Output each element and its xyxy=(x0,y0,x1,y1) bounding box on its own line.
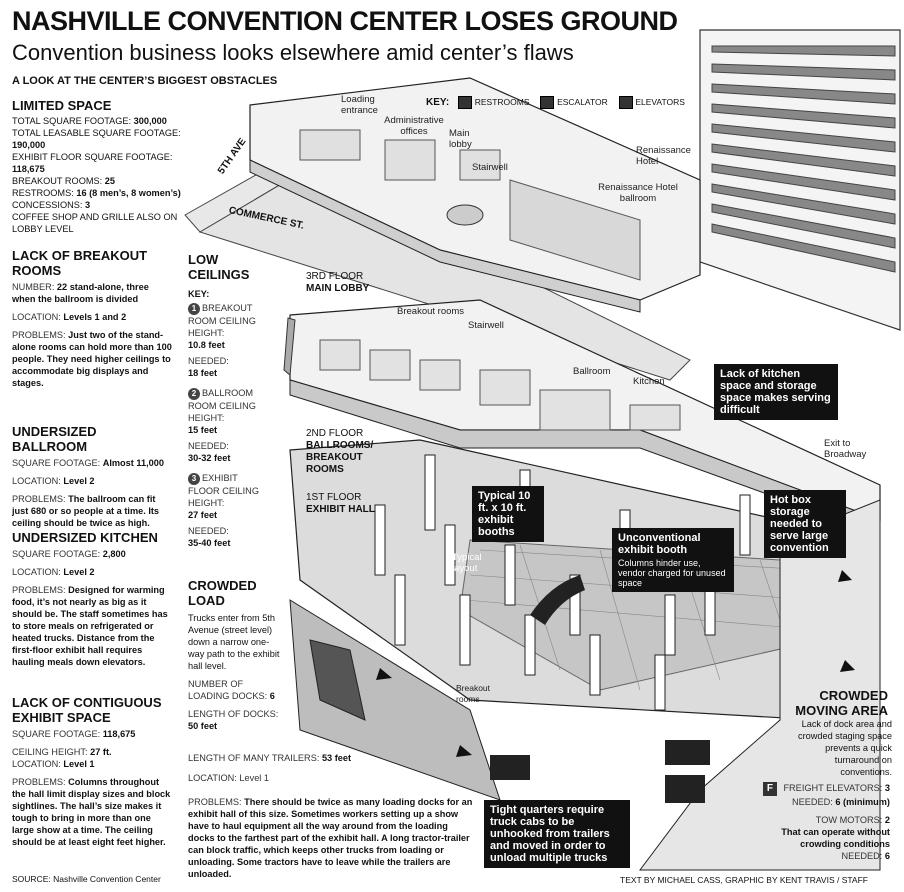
stat-total-sqft: TOTAL SQUARE FOOTAGE: 300,000 xyxy=(12,116,167,126)
stat-concessions-note: COFFEE SHOP AND GRILLE ALSO ON LOBBY LEV… xyxy=(12,212,178,234)
stat-breakout-rooms: BREAKOUT ROOMS: 25 xyxy=(12,176,115,186)
breakout-heading: LACK OF BREAKOUT ROOMS xyxy=(12,248,148,278)
floor1-label: 1ST FLOOR EXHIBIT HALL xyxy=(306,492,375,516)
label-exit-broadway: Exit to Broadway xyxy=(824,438,867,460)
kitchen-problems: PROBLEMS: Designed for warming food, it’… xyxy=(12,585,168,667)
kitchen-location: LOCATION: Level 2 xyxy=(12,567,95,577)
hotel-tower xyxy=(699,29,901,331)
freight-elevator-icon: F xyxy=(762,782,777,796)
low-ceilings-key: KEY: xyxy=(188,289,210,299)
crowded-load-section: CROWDED LOAD Trucks enter from 5th Avenu… xyxy=(188,578,283,732)
stat-leasable-sqft: TOTAL LEASABLE SQUARE FOOTAGE: 190,000 xyxy=(12,128,181,150)
floor2-number: 2ND FLOOR xyxy=(306,428,364,439)
source-line: SOURCE: Nashville Convention Center xyxy=(12,874,161,884)
stat-concessions: CONCESSIONS: 3 xyxy=(12,200,91,210)
limited-space-heading: LIMITED SPACE xyxy=(12,98,112,113)
floor2-label: 2ND FLOOR BALLROOMS/ BREAKOUT ROOMS xyxy=(306,428,396,476)
second-floor xyxy=(283,299,881,536)
breakout-section: LACK OF BREAKOUT ROOMS NUMBER: 22 stand-… xyxy=(12,248,172,389)
key-escalator: ESCALATOR xyxy=(557,97,608,108)
floor1-number: 1ST FLOOR xyxy=(306,492,362,503)
trailer-length: LENGTH OF MANY TRAILERS: 53 feet xyxy=(188,753,352,763)
label-loading-entrance: Loading entrance xyxy=(341,94,378,116)
ceiling-num-1: 1 xyxy=(188,303,200,315)
key-label: KEY: xyxy=(426,97,450,109)
floor2-name: BALLROOMS/ BREAKOUT ROOMS xyxy=(306,440,374,475)
contiguous-section: LACK OF CONTIGUOUS EXHIBIT SPACE SQUARE … xyxy=(12,695,172,848)
label-stairwell-mid: Stairwell xyxy=(468,320,504,331)
credit-line: TEXT BY MICHAEL CASS, GRAPHIC BY KENT TR… xyxy=(620,875,868,885)
dock-length: LENGTH OF DOCKS: 50 feet xyxy=(188,709,279,731)
label-main-lobby: Main lobby xyxy=(449,128,472,150)
crowded-load-heading: CROWDED LOAD xyxy=(188,578,257,608)
diagram-key: KEY: RESTROOMS ESCALATOR ELEVATORS xyxy=(426,96,685,109)
ballroom-section: UNDERSIZED BALLROOM SQUARE FOOTAGE: Almo… xyxy=(12,424,172,529)
page-subtitle: Convention business looks elsewhere amid… xyxy=(12,40,574,65)
label-renaissance-ballroom: Renaissance Hotel ballroom xyxy=(598,182,678,204)
callout-unconventional-title: Unconventional exhibit booth xyxy=(618,532,701,556)
elevator-icon xyxy=(618,96,633,109)
label-typical-layout: Typical layout xyxy=(452,552,482,574)
floor3-number: 3RD FLOOR xyxy=(306,271,364,282)
stat-exhibit-sqft: EXHIBIT FLOOR SQUARE FOOTAGE: 118,675 xyxy=(12,152,173,174)
section-heading: A LOOK AT THE CENTER’S BIGGEST OBSTACLES xyxy=(12,75,278,87)
ballroom-problems: PROBLEMS: The ballroom can fit just 680 … xyxy=(12,494,160,528)
callout-typical-booths: Typical 10 ft. x 10 ft. exhibit booths xyxy=(472,486,544,542)
page-title: NASHVILLE CONVENTION CENTER LOSES GROUND xyxy=(12,6,678,36)
moving-area-heading: CROWDED MOVING AREA xyxy=(795,688,888,718)
tow-motors: TOW MOTORS: 2 That can operate without c… xyxy=(781,815,890,861)
escalator-icon xyxy=(540,96,555,109)
key-restrooms: RESTROOMS xyxy=(474,97,530,108)
breakout-problems: PROBLEMS: Just two of the stand-alone ro… xyxy=(12,330,172,388)
ballroom-sqft: SQUARE FOOTAGE: Almost 11,000 xyxy=(12,458,164,468)
ceiling-num-2: 2 xyxy=(188,388,200,400)
label-renaissance-hotel: Renaissance Hotel xyxy=(636,145,691,167)
label-breakout-rooms-low: Breakout rooms xyxy=(456,683,491,704)
crowded-load-intro: Trucks enter from 5th Avenue (street lev… xyxy=(188,613,280,671)
ceiling-num-3: 3 xyxy=(188,473,200,485)
ballroom-location: LOCATION: Level 2 xyxy=(12,476,95,486)
convention-center-diagram xyxy=(184,29,901,871)
label-ballroom: Ballroom xyxy=(573,366,611,377)
crowded-load-location: LOCATION: Level 1 xyxy=(188,773,270,783)
contiguous-heading: LACK OF CONTIGUOUS EXHIBIT SPACE xyxy=(12,695,162,725)
restroom-icon xyxy=(457,96,472,109)
loading-docks-count: NUMBER OF LOADING DOCKS: 6 xyxy=(188,679,275,701)
floor3-label: 3RD FLOOR MAIN LOBBY xyxy=(306,271,369,295)
crowded-load-problems: PROBLEMS: There should be twice as many … xyxy=(188,797,473,879)
limited-space-section: LIMITED SPACE TOTAL SQUARE FOOTAGE: 300,… xyxy=(12,98,182,235)
label-stairwell-top: Stairwell xyxy=(472,162,508,173)
label-admin-offices: Administrative offices xyxy=(384,115,444,137)
breakout-location: LOCATION: Levels 1 and 2 xyxy=(12,312,127,322)
ballroom-heading: UNDERSIZED BALLROOM xyxy=(12,424,97,454)
callout-tight-quarters: Tight quarters require truck cabs to be … xyxy=(484,800,630,868)
callout-unconventional: Unconventional exhibit booth Columns hin… xyxy=(612,528,734,592)
label-breakout-rooms: Breakout rooms xyxy=(397,306,465,317)
callout-kitchen-space: Lack of kitchen space and storage space … xyxy=(714,364,838,420)
callout-hot-box: Hot box storage needed to serve large co… xyxy=(764,490,846,558)
label-kitchen: Kitchen xyxy=(633,376,665,387)
breakout-number: NUMBER: 22 stand-alone, three when the b… xyxy=(12,282,149,304)
floor1-name: EXHIBIT HALL xyxy=(306,504,375,515)
key-elevators: ELEVATORS xyxy=(635,97,685,108)
low-ceilings-heading: LOW CEILINGS xyxy=(188,252,250,282)
contiguous-location: LOCATION: Level 1 xyxy=(12,759,95,769)
moving-area-text: Lack of dock area and crowded staging sp… xyxy=(798,719,892,777)
callout-unconventional-sub: Columns hinder use, vendor charged for u… xyxy=(618,558,726,588)
stat-restrooms: RESTROOMS: 16 (8 men’s, 8 women’s) xyxy=(12,188,181,198)
freight-elevators: F FREIGHT ELEVATORS: 3 NEEDED: 6 (minimu… xyxy=(752,782,890,808)
kitchen-section: UNDERSIZED KITCHEN SQUARE FOOTAGE: 2,800… xyxy=(12,530,172,668)
kitchen-sqft: SQUARE FOOTAGE: 2,800 xyxy=(12,549,126,559)
contiguous-problems: PROBLEMS: Columns throughout the hall li… xyxy=(12,777,171,847)
floor3-name: MAIN LOBBY xyxy=(306,283,370,294)
kitchen-heading: UNDERSIZED KITCHEN xyxy=(12,530,158,545)
third-floor xyxy=(249,77,701,313)
contiguous-sqft: SQUARE FOOTAGE: 118,675 xyxy=(12,729,136,739)
contiguous-ceiling: CEILING HEIGHT: 27 ft. xyxy=(12,747,112,757)
